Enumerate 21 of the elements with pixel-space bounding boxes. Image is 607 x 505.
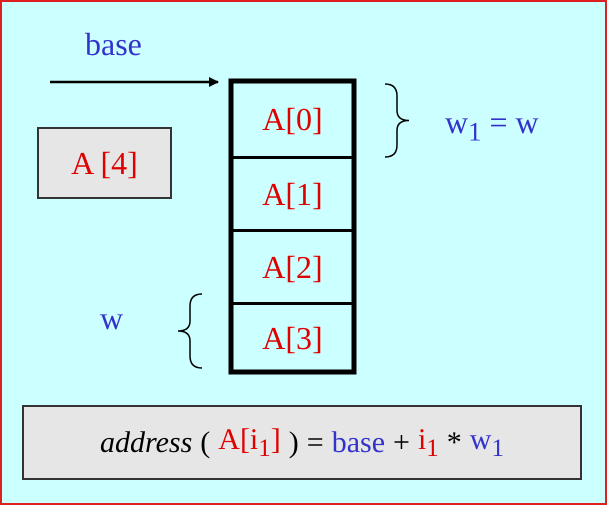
formula-term: ( [200,426,210,460]
formula-term: ) [288,426,299,460]
element-label: A[2] [262,248,323,286]
formula-term: + [393,426,410,460]
edge-label: base [85,26,142,63]
array-declaration: A [4] [71,144,138,182]
formula-term: address [100,426,192,460]
formula-term: w$_{1}$ [470,422,504,462]
dimension-label: w$_{1}$ = w [445,104,539,148]
arrow [50,77,219,87]
array-declaration-box [37,127,172,199]
formula-box [22,405,582,480]
element-label: A[0] [262,101,323,138]
formula-term: base [332,426,386,460]
element-label: A[3] [262,320,323,357]
formula-term: = [306,426,324,460]
dimension-label: w [100,300,124,337]
formula-term: A[i$_{1}$] [218,422,281,462]
formula-term: * [446,426,462,460]
formula-term: i$_{1}$ [418,422,439,462]
element-label: A[1] [262,176,323,212]
